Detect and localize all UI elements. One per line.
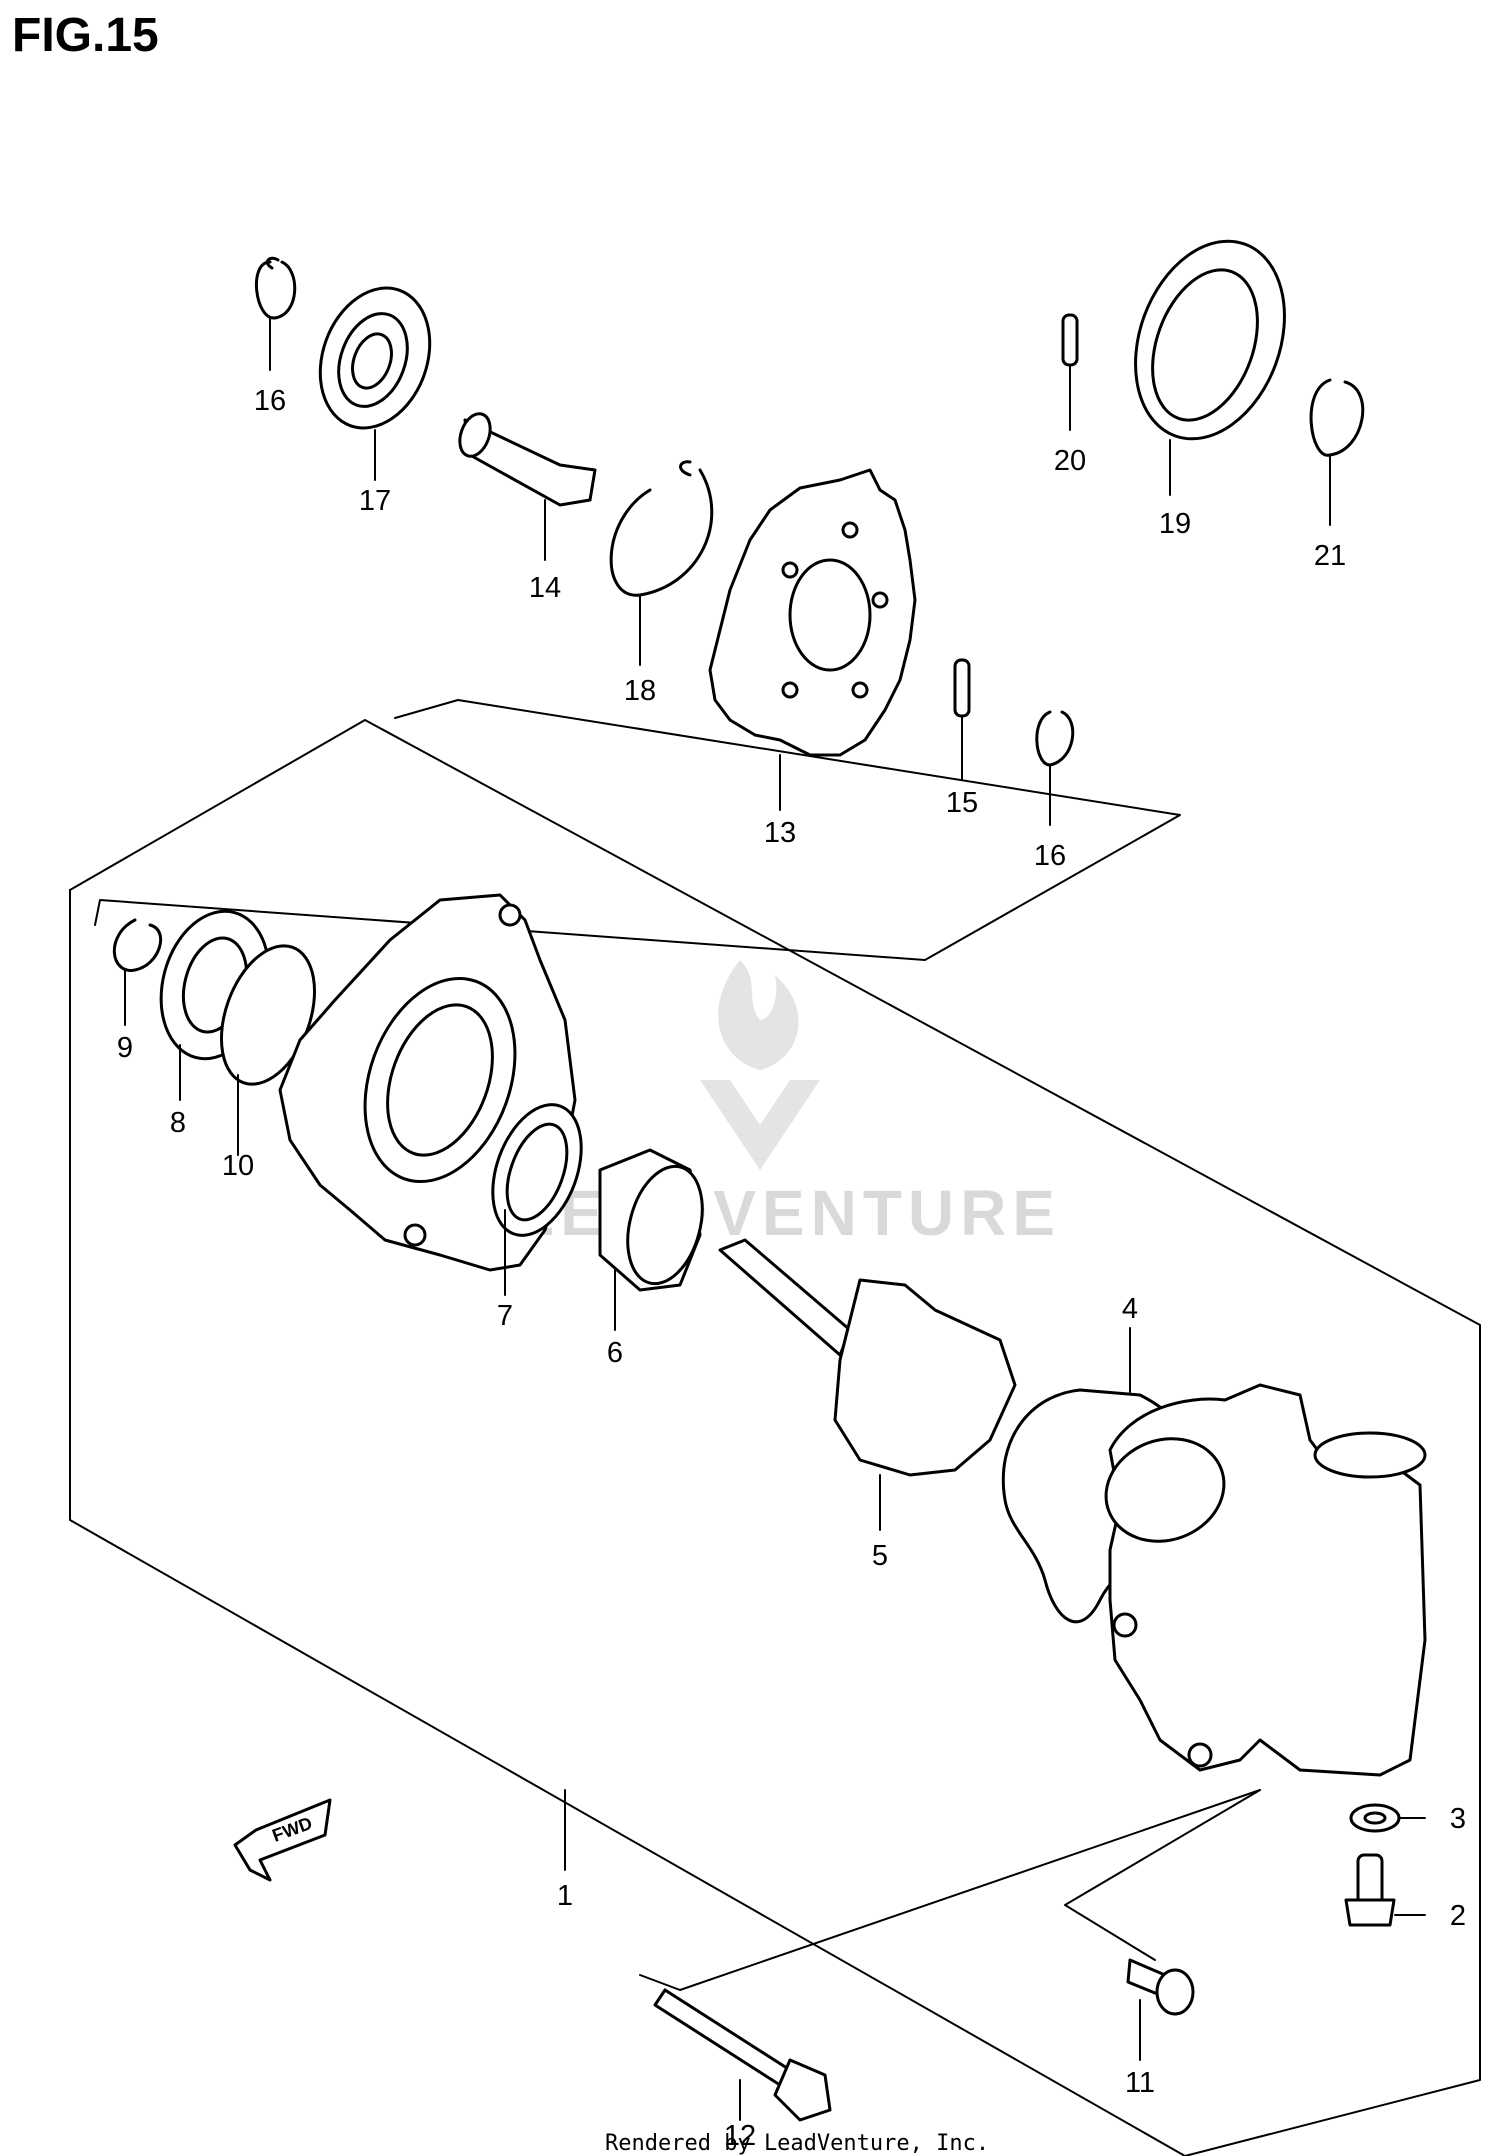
- pump-body: [1104, 1383, 1427, 1777]
- part-15-pin: [953, 658, 971, 781]
- part-19-ring-gear: [1134, 239, 1286, 496]
- part-3-washer: [1349, 1803, 1426, 1833]
- watermark-text: LEADVENTURE: [515, 1177, 1061, 1249]
- callout-19: 19: [1159, 508, 1191, 540]
- part-5-impeller-shaft: [718, 1238, 1017, 1531]
- part-16-circlip-lower: [1035, 710, 1075, 826]
- callout-8: 8: [170, 1107, 186, 1139]
- callout-6: 6: [607, 1337, 623, 1369]
- part-16-circlip-top: [254, 256, 297, 371]
- watermark: LEADVENTURE: [515, 960, 1061, 1249]
- callout-16-lower: 16: [1034, 840, 1066, 872]
- part-14-shaft: [458, 412, 597, 561]
- render-credit: Rendered by LeadVenture, Inc.: [605, 2131, 989, 2156]
- callout-12: 12: [724, 2120, 756, 2152]
- part-2-bolt: [1344, 1853, 1426, 1927]
- callout-20: 20: [1054, 445, 1086, 477]
- callout-21: 21: [1314, 540, 1346, 572]
- assembly-frame-main: [69, 719, 1481, 2156]
- callout-17: 17: [359, 485, 391, 517]
- callout-18: 18: [624, 675, 656, 707]
- fwd-arrow: FWD: [233, 1798, 332, 1882]
- callout-1: 1: [557, 1880, 573, 1912]
- callout-4: 4: [1122, 1293, 1138, 1325]
- figure-title: FIG.15: [12, 9, 159, 62]
- part-7-seal-ring: [491, 1103, 583, 1296]
- callout-15: 15: [946, 787, 978, 819]
- callout-16: 16: [254, 385, 286, 417]
- callout-9: 9: [117, 1032, 133, 1064]
- callout-7: 7: [497, 1300, 513, 1332]
- part-6-mechanical-seal: [598, 1148, 704, 1331]
- part-21-circlip: [1309, 378, 1365, 526]
- callout-2: 2: [1450, 1900, 1466, 1932]
- callout-13: 13: [764, 817, 796, 849]
- part-17-bearing: [318, 286, 432, 481]
- callout-5: 5: [872, 1540, 888, 1572]
- part-13-gear: [708, 468, 917, 811]
- callout-10: 10: [222, 1150, 254, 1182]
- part-12-bolt: [653, 1988, 832, 2122]
- callout-11: 11: [1125, 2067, 1155, 2099]
- assembly-frame-upper: [94, 699, 1181, 961]
- part-20-pin: [1061, 313, 1079, 431]
- callout-14: 14: [529, 572, 561, 604]
- part-11-screw: [1126, 1958, 1195, 2061]
- callout-3: 3: [1450, 1803, 1466, 1835]
- part-9-circlip: [112, 918, 163, 1026]
- part-18-circlip: [609, 460, 714, 666]
